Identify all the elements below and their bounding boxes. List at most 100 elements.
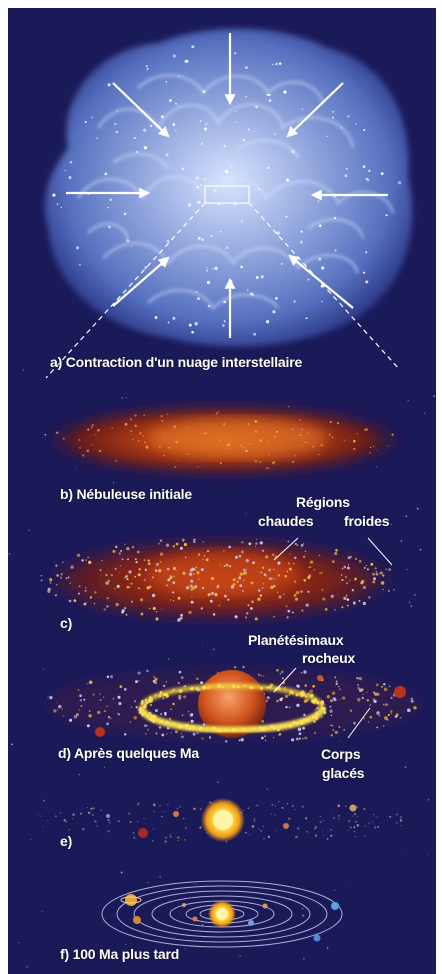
star-dot-icon: [372, 821, 374, 823]
star-dot-icon: [76, 246, 79, 250]
star-dot-icon: [277, 574, 281, 577]
star-dot-icon: [217, 683, 221, 688]
star-dot-icon: [197, 237, 201, 240]
star-dot-icon: [393, 589, 395, 591]
star-dot-icon: [92, 693, 95, 696]
star-dot-icon: [133, 137, 136, 140]
star-dot-icon: [225, 563, 229, 567]
star-dot-icon: [138, 708, 142, 712]
star-dot-icon: [293, 454, 296, 457]
label-cold: froides: [344, 513, 390, 529]
star-dot-icon: [335, 680, 338, 683]
star-dot-icon: [390, 523, 392, 525]
star-dot-icon: [322, 707, 326, 711]
star-dot-icon: [40, 579, 43, 582]
star-dot-icon: [167, 321, 170, 324]
star-dot-icon: [204, 178, 207, 181]
star-dot-icon: [266, 93, 269, 97]
star-dot-icon: [293, 594, 297, 597]
star-dot-icon: [238, 739, 241, 742]
star-dot-icon: [379, 571, 383, 575]
star-dot-icon: [146, 669, 149, 673]
star-dot-icon: [305, 603, 309, 607]
star-dot-icon: [53, 709, 57, 713]
star-dot-icon: [82, 827, 85, 831]
star-dot-icon: [8, 552, 11, 555]
star-dot-icon: [174, 730, 178, 734]
star-dot-icon: [138, 802, 140, 804]
star-dot-icon: [92, 807, 95, 809]
star-dot-icon: [65, 577, 68, 580]
star-dot-icon: [222, 549, 225, 552]
star-dot-icon: [289, 898, 292, 901]
star-dot-icon: [193, 538, 196, 542]
star-dot-icon: [106, 722, 110, 726]
star-dot-icon: [225, 246, 229, 250]
star-dot-icon: [190, 579, 194, 583]
star-dot-icon: [373, 577, 376, 581]
star-dot-icon: [186, 425, 188, 427]
star-dot-icon: [69, 718, 73, 722]
star-dot-icon: [309, 560, 314, 564]
star-dot-icon: [332, 725, 334, 727]
star-dot-icon: [284, 574, 288, 578]
star-dot-icon: [375, 570, 378, 573]
star-dot-icon: [60, 576, 63, 579]
star-dot-icon: [332, 110, 335, 113]
young-system: [39, 798, 403, 843]
star-dot-icon: [337, 685, 340, 688]
star-dot-icon: [276, 231, 280, 235]
star-dot-icon: [196, 185, 199, 189]
star-dot-icon: [106, 705, 108, 707]
star-dot-icon: [354, 577, 357, 581]
star-dot-icon: [146, 724, 148, 727]
star-dot-icon: [347, 829, 349, 831]
star-dot-icon: [302, 543, 305, 545]
star-dot-icon: [282, 440, 284, 443]
star-dot-icon: [400, 816, 402, 819]
star-dot-icon: [353, 447, 356, 451]
star-dot-icon: [395, 821, 398, 824]
star-dot-icon: [194, 585, 197, 588]
star-dot-icon: [170, 732, 172, 734]
star-dot-icon: [334, 217, 337, 220]
star-dot-icon: [62, 437, 65, 440]
star-dot-icon: [262, 727, 267, 731]
star-dot-icon: [178, 696, 182, 700]
star-dot-icon: [177, 682, 180, 685]
star-dot-icon: [268, 467, 270, 469]
zoom-box-icon: [45, 185, 401, 379]
star-dot-icon: [377, 826, 380, 828]
star-dot-icon: [184, 723, 189, 728]
star-dot-icon: [120, 549, 123, 552]
star-dot-icon: [159, 539, 163, 542]
star-dot-icon: [178, 724, 182, 729]
star-dot-icon: [240, 550, 244, 554]
star-dot-icon: [228, 545, 232, 549]
star-dot-icon: [372, 572, 375, 576]
star-dot-icon: [28, 529, 30, 532]
star-dot-icon: [126, 585, 130, 589]
star-dot-icon: [234, 52, 237, 55]
star-dot-icon: [197, 297, 200, 300]
star-dot-icon: [208, 685, 211, 688]
star-dot-icon: [281, 677, 284, 680]
star-dot-icon: [150, 699, 154, 703]
star-dot-icon: [423, 412, 426, 415]
star-dot-icon: [137, 820, 139, 823]
star-dot-icon: [200, 568, 204, 571]
star-dot-icon: [410, 699, 414, 703]
star-dot-icon: [184, 839, 186, 841]
star-dot-icon: [341, 578, 344, 582]
star-dot-icon: [308, 566, 311, 569]
star-dot-icon: [194, 322, 198, 326]
star-dot-icon: [254, 459, 258, 463]
star-dot-icon: [107, 830, 111, 833]
star-dot-icon: [152, 606, 156, 611]
star-dot-icon: [272, 310, 276, 314]
star-dot-icon: [168, 717, 172, 720]
star-dot-icon: [97, 710, 101, 715]
star-dot-icon: [262, 583, 265, 585]
star-dot-icon: [353, 721, 356, 725]
star-dot-icon: [384, 716, 388, 720]
